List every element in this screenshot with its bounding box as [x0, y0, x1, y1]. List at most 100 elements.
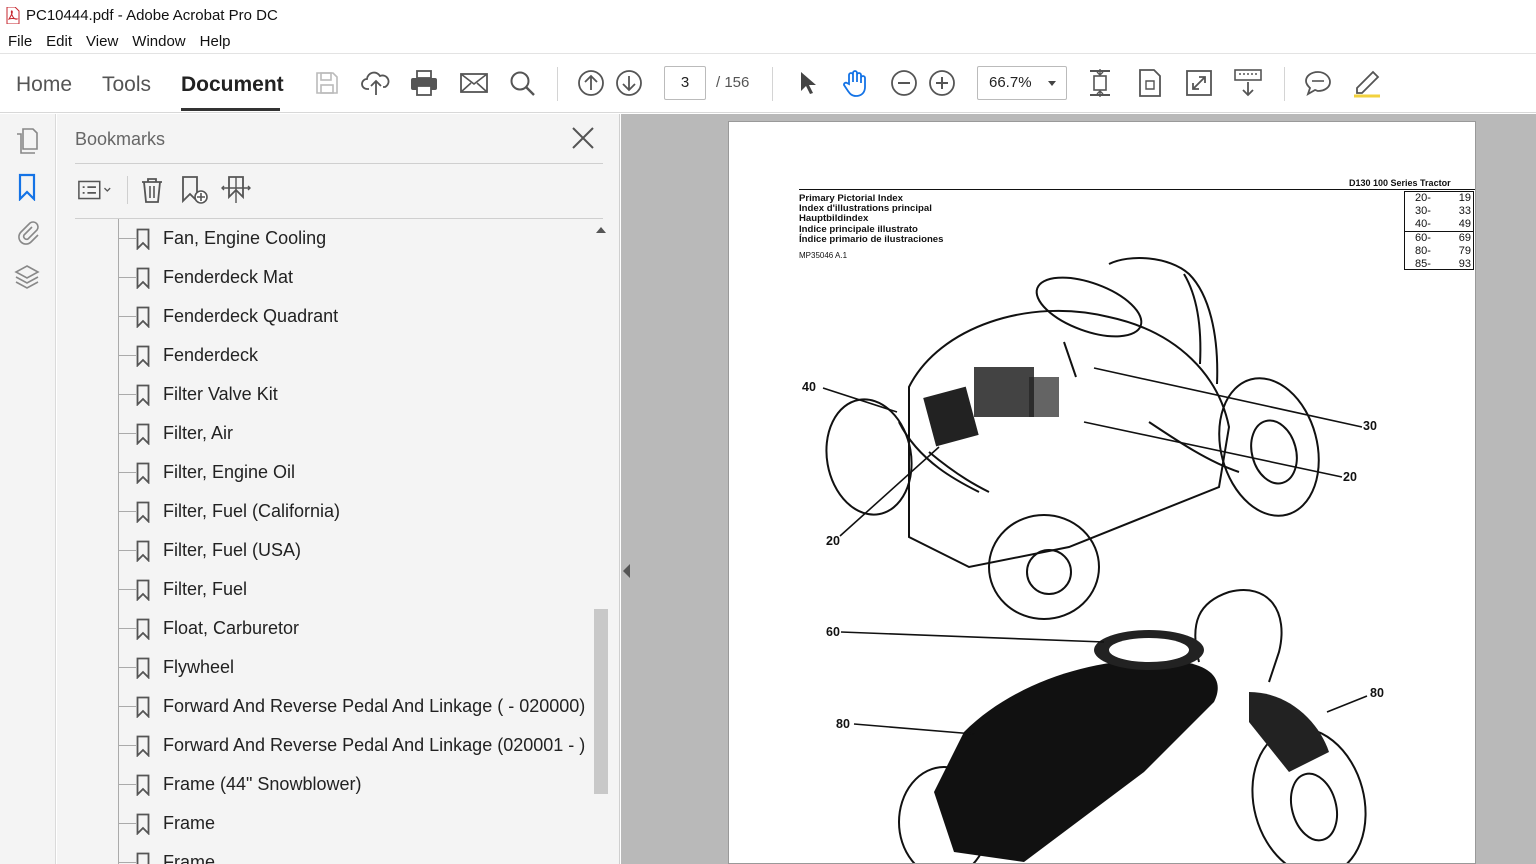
page-number-input[interactable]: 3	[664, 66, 706, 100]
index-row: 80-79	[1415, 245, 1471, 257]
index-row: 85-93	[1415, 258, 1471, 270]
scroll-thumb[interactable]	[594, 609, 608, 794]
bookmark-item[interactable]: Fan, Engine Cooling	[118, 219, 588, 258]
tab-tools[interactable]: Tools	[102, 73, 152, 96]
collapse-panel-icon[interactable]	[623, 564, 630, 578]
index-titles: Primary Pictorial Index Index d'illustra…	[799, 193, 943, 245]
bookmark-label: Flywheel	[163, 657, 235, 677]
select-cursor-icon[interactable]	[789, 65, 825, 101]
bookmark-item[interactable]: Frame	[118, 843, 588, 864]
menu-edit[interactable]: Edit	[46, 33, 73, 50]
layers-icon[interactable]	[12, 262, 42, 292]
tree-connector	[118, 745, 136, 746]
bookmark-label: Filter Valve Kit	[163, 384, 278, 404]
bookmark-icon	[136, 813, 150, 836]
menu-view[interactable]: View	[86, 33, 119, 50]
keyboard-read-mode-icon[interactable]	[1230, 65, 1266, 101]
page-total: / 156	[716, 74, 750, 91]
comment-icon[interactable]	[1300, 65, 1336, 101]
document-view[interactable]: D130 100 Series Tractor Primary Pictoria…	[621, 114, 1536, 864]
tree-connector	[118, 862, 136, 863]
callout-label: 20	[826, 534, 840, 548]
tab-document[interactable]: Document	[181, 73, 284, 96]
bookmark-item[interactable]: Frame	[118, 804, 588, 843]
bookmark-item[interactable]: Fenderdeck Quadrant	[118, 297, 588, 336]
bookmark-icon	[136, 306, 150, 329]
bookmark-item[interactable]: Filter, Fuel (USA)	[118, 531, 588, 570]
upload-cloud-icon[interactable]	[358, 65, 394, 101]
menu-window[interactable]: Window	[132, 33, 186, 50]
attachment-icon[interactable]	[12, 216, 42, 246]
bookmark-item[interactable]: Fenderdeck Mat	[118, 258, 588, 297]
previous-page-icon[interactable]	[573, 65, 609, 101]
zoom-in-icon[interactable]	[924, 65, 960, 101]
bookmark-icon	[136, 579, 150, 602]
index-row: 20-19	[1415, 192, 1471, 204]
index-title: Primary Pictorial Index	[799, 193, 903, 204]
save-icon[interactable]	[309, 65, 345, 101]
bookmark-icon	[136, 228, 150, 251]
menu-help[interactable]: Help	[199, 33, 231, 50]
options-menu-icon[interactable]	[77, 172, 113, 208]
navigation-rail	[0, 114, 56, 864]
zoom-dropdown[interactable]: 66.7%	[977, 66, 1067, 100]
bookmark-item[interactable]: Fenderdeck	[118, 336, 588, 375]
tree-connector	[118, 628, 136, 629]
bookmark-icon	[136, 501, 150, 524]
zoom-out-icon[interactable]	[886, 65, 922, 101]
tractor-illustration	[822, 257, 1368, 863]
next-page-icon[interactable]	[611, 65, 647, 101]
bookmark-icon[interactable]	[12, 172, 42, 202]
callout-label: 40	[802, 380, 816, 394]
page-thumbnails-icon[interactable]	[12, 126, 42, 156]
bookmark-item[interactable]: Filter, Fuel	[118, 570, 588, 609]
bookmark-item[interactable]: Filter, Engine Oil	[118, 453, 588, 492]
index-title: Index d'illustrations principal	[799, 203, 932, 215]
bookmark-icon	[136, 462, 150, 485]
bookmark-icon	[136, 735, 150, 758]
bookmark-item[interactable]: Float, Carburetor	[118, 609, 588, 648]
bookmark-item[interactable]: Forward And Reverse Pedal And Linkage ( …	[118, 687, 588, 726]
scroll-up-arrow-icon[interactable]	[596, 227, 606, 233]
fit-page-icon[interactable]	[1132, 65, 1168, 101]
delete-icon[interactable]	[134, 172, 170, 208]
figure-reference: MP35046 A.1	[799, 251, 848, 260]
active-tab-indicator	[181, 108, 280, 111]
tree-connector	[118, 784, 136, 785]
bookmark-scrollbar[interactable]	[592, 219, 610, 864]
bookmark-icon	[136, 774, 150, 797]
bookmark-item[interactable]: Frame (44" Snowblower)	[118, 765, 588, 804]
expand-bookmark-icon[interactable]	[218, 172, 254, 208]
bookmark-item[interactable]: Filter, Air	[118, 414, 588, 453]
bookmark-item[interactable]: Filter, Fuel (California)	[118, 492, 588, 531]
bookmark-label: Frame	[163, 813, 216, 833]
tree-connector	[118, 472, 136, 473]
new-bookmark-icon[interactable]	[176, 172, 212, 208]
bookmark-label: Forward And Reverse Pedal And Linkage ( …	[163, 696, 586, 716]
full-screen-icon[interactable]	[1181, 65, 1217, 101]
tab-home[interactable]: Home	[16, 73, 73, 96]
tree-connector	[118, 277, 136, 278]
toolbar-divider	[557, 67, 558, 101]
email-icon[interactable]	[456, 65, 492, 101]
bookmark-item[interactable]: Forward And Reverse Pedal And Linkage (0…	[118, 726, 588, 765]
panel-title: Bookmarks	[75, 129, 166, 149]
search-icon[interactable]	[504, 65, 540, 101]
tree-connector	[118, 394, 136, 395]
panel-divider	[75, 163, 603, 164]
bookmark-item[interactable]: Filter Valve Kit	[118, 375, 588, 414]
tree-connector	[118, 238, 136, 239]
fit-page-scroll-icon[interactable]	[1082, 65, 1118, 101]
menu-bar: File Edit View Window Help	[0, 30, 1536, 54]
print-icon[interactable]	[406, 65, 442, 101]
menu-file[interactable]: File	[8, 33, 33, 50]
close-icon[interactable]	[569, 124, 597, 152]
bookmark-label: Fenderdeck	[163, 345, 259, 365]
highlight-pen-icon[interactable]	[1349, 65, 1385, 101]
tree-connector	[118, 589, 136, 590]
bookmark-item[interactable]: Flywheel	[118, 648, 588, 687]
hand-tool-icon[interactable]	[837, 65, 873, 101]
tree-connector	[118, 316, 136, 317]
